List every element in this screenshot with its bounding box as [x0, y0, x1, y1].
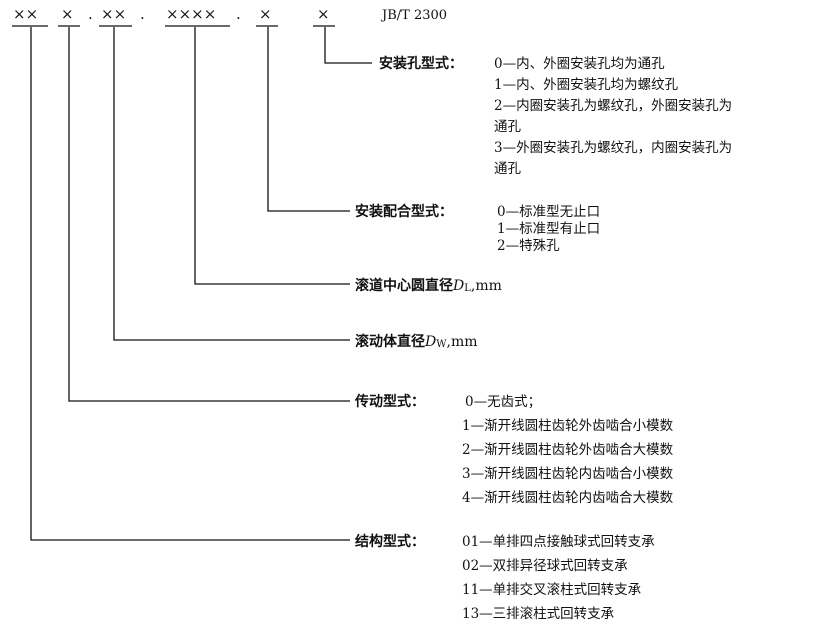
field-transmission-type: 传动型式： 0—无齿式； 1—渐开线圆柱齿轮外齿啮合小模数 2—渐开线圆柱齿轮外… — [354, 393, 674, 506]
field-mounting-hole-type: 安装孔型式： 0—内、外圈安装孔均为通孔 1—内、外圈安装孔均为螺纹孔 2—内圈… — [379, 55, 732, 177]
field-rolling-element-diameter: 滚动体直径DW,mm — [355, 333, 478, 350]
option-item: 02—双排异径球式回转支承 — [462, 558, 628, 574]
field-label-variable: D — [452, 278, 464, 294]
field-label-subscript: W — [436, 339, 447, 350]
code-separator-dot: . — [140, 5, 145, 23]
option-item: 2—渐开线圆柱齿轮外齿啮合大模数 — [462, 442, 674, 458]
field-label-text: 滚道中心圆直径 — [355, 277, 453, 294]
code-fit-type-placeholder: × — [259, 5, 272, 23]
code-separator-dot: . — [236, 5, 241, 23]
field-label: 滚道中心圆直径DL,mm — [355, 277, 502, 294]
field-label-variable: D — [424, 334, 436, 350]
option-item: 3—渐开线圆柱齿轮内齿啮合小模数 — [462, 466, 674, 482]
leader-structure — [30, 27, 350, 541]
code-raceway-diameter-placeholder: ×××× — [166, 5, 216, 23]
field-label-unit: ,mm — [447, 334, 478, 350]
code-separator-dot: . — [88, 5, 93, 23]
code-transmission-placeholder: × — [61, 5, 74, 23]
field-label: 安装孔型式： — [379, 55, 463, 72]
field-label: 滚动体直径DW,mm — [355, 333, 478, 350]
leader-lines — [30, 27, 372, 541]
leader-fit-type — [267, 27, 350, 212]
field-label: 结构型式： — [355, 533, 425, 550]
option-item: 01—单排四点接触球式回转支承 — [462, 533, 655, 550]
option-item: 1—渐开线圆柱齿轮外齿啮合小模数 — [462, 418, 674, 434]
option-item: 2—特殊孔 — [497, 238, 560, 254]
leader-transmission — [68, 27, 350, 402]
leader-roller-diameter — [113, 27, 350, 341]
field-label-text: 滚动体直径 — [355, 333, 425, 350]
option-item: 1—内、外圈安装孔均为螺纹孔 — [494, 77, 679, 93]
field-label-unit: ,mm — [471, 278, 502, 294]
field-label: 传动型式： — [354, 393, 425, 410]
option-item: 1—标准型有止口 — [497, 221, 600, 237]
code-roller-diameter-placeholder: ×× — [101, 5, 126, 23]
option-item: 2—内圈安装孔为螺纹孔，外圈安装孔为 — [494, 98, 732, 114]
designation-code: ×× × . ×× . ×××× . × × JB/T 2300 — [13, 5, 447, 23]
option-item: 0—标准型无止口 — [497, 204, 600, 220]
field-raceway-diameter: 滚道中心圆直径DL,mm — [355, 277, 502, 294]
option-item: 4—渐开线圆柱齿轮内齿啮合大模数 — [462, 490, 674, 506]
field-label-subscript: L — [464, 283, 471, 294]
leader-raceway-diameter — [194, 27, 350, 285]
standard-number: JB/T 2300 — [380, 8, 447, 23]
option-item: 通孔 — [494, 119, 522, 135]
field-structure-type: 结构型式： 01—单排四点接触球式回转支承 02—双排异径球式回转支承 11—单… — [355, 533, 655, 622]
option-item: 3—外圈安装孔为螺纹孔，内圈安装孔为 — [494, 140, 732, 156]
option-item: 0—内、外圈安装孔均为通孔 — [494, 56, 665, 72]
option-item: 通孔 — [494, 161, 522, 177]
field-label: 安装配合型式： — [355, 203, 453, 220]
field-mounting-fit-type: 安装配合型式： 0—标准型无止口 1—标准型有止口 2—特殊孔 — [355, 203, 600, 254]
option-item: 11—单排交叉滚柱式回转支承 — [462, 581, 642, 598]
code-mounting-hole-placeholder: × — [317, 5, 330, 23]
option-item: 13—三排滚柱式回转支承 — [462, 605, 615, 622]
leader-mounting-hole — [324, 27, 372, 64]
code-structure-placeholder: ×× — [13, 5, 38, 23]
option-item: 0—无齿式； — [465, 394, 541, 410]
